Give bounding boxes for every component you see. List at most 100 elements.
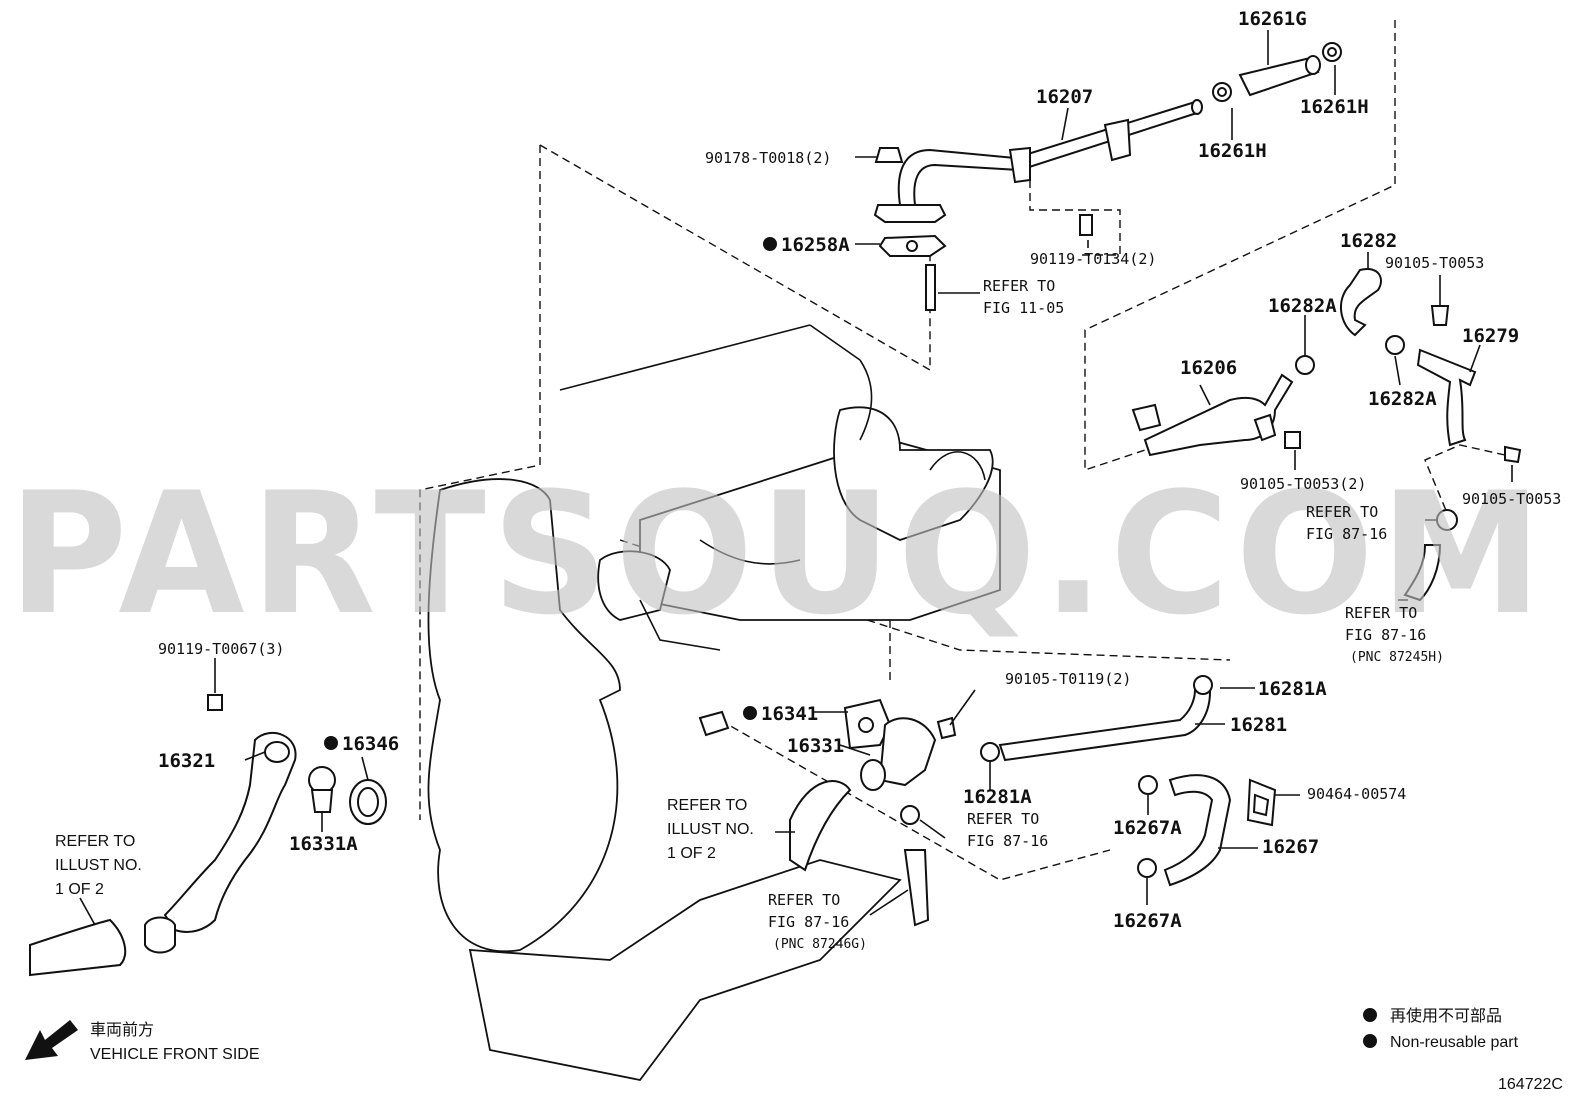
part-bottom-hose[interactable] [903,849,930,927]
callout-labels: 16261G 16207 16261H 16261H 90178-T0018(2… [55,8,1561,952]
illustration-code: 164722C [1498,1076,1563,1093]
callout-16267A-a[interactable]: 16267A [1113,817,1182,839]
callout-16282A-b[interactable]: 16282A [1368,388,1437,410]
part-16321-outlet[interactable] [144,731,297,954]
part-16261H-clamp-b[interactable] [1322,42,1342,62]
refer-fig-87-16-c-line2[interactable]: FIG 87-16 [967,832,1048,850]
part-90178-nut[interactable] [874,147,904,163]
callout-16279[interactable]: 16279 [1462,325,1519,347]
callout-16341[interactable]: 16341 [761,703,818,725]
callout-16267A-b[interactable]: 16267A [1113,910,1182,932]
callout-90105-T0053-b[interactable]: 90105-T0053 [1462,490,1561,508]
callout-16261G[interactable]: 16261G [1238,8,1307,30]
refer-illust-left-line2[interactable]: ILLUST NO. [55,857,142,874]
callout-16281A-a[interactable]: 16281A [1258,678,1327,700]
part-16281A-clamp-b[interactable] [980,742,1000,762]
orientation-english: VEHICLE FRONT SIDE [90,1046,260,1063]
callout-16281A-b[interactable]: 16281A [963,786,1032,808]
callout-16281[interactable]: 16281 [1230,714,1287,736]
part-16341-gasket[interactable] [843,698,892,750]
refer-fig-87-16-b-line3[interactable]: (PNC 87245H) [1350,650,1444,665]
part-90119-bolt-b[interactable] [207,694,223,711]
callout-90178-T0018[interactable]: 90178-T0018(2) [705,149,831,167]
callout-16321[interactable]: 16321 [158,750,215,772]
callout-16346[interactable]: 16346 [342,733,399,755]
refer-fig-87-16-d-line1[interactable]: REFER TO [768,891,840,909]
part-16258A-gasket[interactable] [878,234,947,257]
refer-fig-87-16-d-line2[interactable]: FIG 87-16 [768,913,849,931]
part-90119-bolt-a[interactable] [1079,214,1093,236]
part-90105-bolt-a[interactable] [1430,305,1450,326]
refer-illust-left-line1[interactable]: REFER TO [55,833,135,850]
callout-16258A[interactable]: 16258A [781,234,850,256]
part-16267A-clamp-b[interactable] [1137,858,1157,878]
part-16279-bracket[interactable] [1416,348,1477,447]
callout-16261H-b[interactable]: 16261H [1198,140,1267,162]
legend: 再使用不可部品 Non-reusable part [1363,1007,1519,1051]
part-90464-clip[interactable] [1246,778,1277,827]
part-16267A-clamp-a[interactable] [1138,775,1158,795]
refer-fig-87-16-b-line1[interactable]: REFER TO [1345,604,1417,622]
refer-fig-87-16-c-line1[interactable]: REFER TO [967,810,1039,828]
refer-fig-11-05-line2[interactable]: FIG 11-05 [983,299,1064,317]
callout-16282[interactable]: 16282 [1340,230,1397,252]
callout-90464-00574[interactable]: 90464-00574 [1307,785,1406,803]
legend-japanese: 再使用不可部品 [1390,1007,1502,1025]
refer-fig-87-16-a-line2[interactable]: FIG 87-16 [1306,525,1387,543]
callout-90105-T0053-2[interactable]: 90105-T0053(2) [1240,475,1366,493]
orientation-japanese: 車両前方 [90,1021,154,1039]
part-16207-pipe[interactable] [873,99,1203,223]
refer-fig-87-16-a-line1[interactable]: REFER TO [1306,503,1378,521]
callout-16207[interactable]: 16207 [1036,86,1093,108]
engine-block [427,324,1001,1081]
part-mid-hose[interactable] [789,780,852,872]
part-16281A-clamp-a[interactable] [1193,675,1213,695]
refer-fig-87-16-d-line3[interactable]: (PNC 87246G) [773,937,867,952]
part-small-hose-center[interactable] [698,710,730,737]
part-clamp-center-low[interactable] [900,805,920,825]
callout-16282A-a[interactable]: 16282A [1268,295,1337,317]
refer-fig-11-05-line1[interactable]: REFER TO [983,277,1055,295]
part-16331A-thermostat[interactable] [308,766,336,813]
legend-dot-1 [1363,1008,1377,1022]
non-reusable-marker-16346 [324,736,338,750]
non-reusable-marker-16258A [763,237,777,251]
part-16282A-clamp-a[interactable] [1295,355,1315,375]
refer-illust-mid-line2[interactable]: ILLUST NO. [667,821,754,838]
refer-illust-mid-line3[interactable]: 1 OF 2 [667,845,716,862]
callout-16331[interactable]: 16331 [787,735,844,757]
callout-90105-T0119[interactable]: 90105-T0119(2) [1005,670,1131,688]
part-16261H-clamp-a[interactable] [1212,82,1232,102]
part-90105-bolt-c[interactable] [1504,445,1522,464]
refer-fig-87-16-b-line2[interactable]: FIG 87-16 [1345,626,1426,644]
part-16267-hose[interactable] [1163,774,1232,887]
callout-90119-T0067[interactable]: 90119-T0067(3) [158,640,284,658]
watermark: PARTSOUQ.COM [8,456,1548,652]
part-16331-housing[interactable] [860,717,937,791]
part-90105-bolt-b[interactable] [1284,431,1301,449]
callout-16261H-a[interactable]: 16261H [1300,96,1369,118]
part-stud[interactable] [925,264,936,311]
part-16346-gasket[interactable] [349,779,387,825]
refer-illust-left-line3[interactable]: 1 OF 2 [55,881,104,898]
refer-illust-mid-line1[interactable]: REFER TO [667,797,747,814]
front-direction-arrow-icon [25,1020,78,1060]
callout-16267[interactable]: 16267 [1262,836,1319,858]
callout-90105-T0053-a[interactable]: 90105-T0053 [1385,254,1484,272]
non-reusable-marker-16341 [743,706,757,720]
part-16282-hose[interactable] [1339,268,1382,337]
callout-16206[interactable]: 16206 [1180,357,1237,379]
callout-16331A[interactable]: 16331A [289,833,358,855]
part-16282A-clamp-b[interactable] [1385,335,1405,355]
legend-english: Non-reusable part [1390,1034,1519,1051]
part-16261G-hose[interactable] [1238,55,1321,97]
part-left-hose[interactable] [29,918,127,977]
part-16206-pipe[interactable] [1131,373,1294,457]
legend-dot-2 [1363,1034,1377,1048]
callout-90119-T0134[interactable]: 90119-T0134(2) [1030,250,1156,268]
leader-lines [79,30,1513,926]
vehicle-front-indicator: 車両前方 VEHICLE FRONT SIDE [25,1020,260,1063]
part-16281-hose[interactable] [998,688,1212,762]
part-refer-hose-right[interactable] [1403,509,1458,602]
